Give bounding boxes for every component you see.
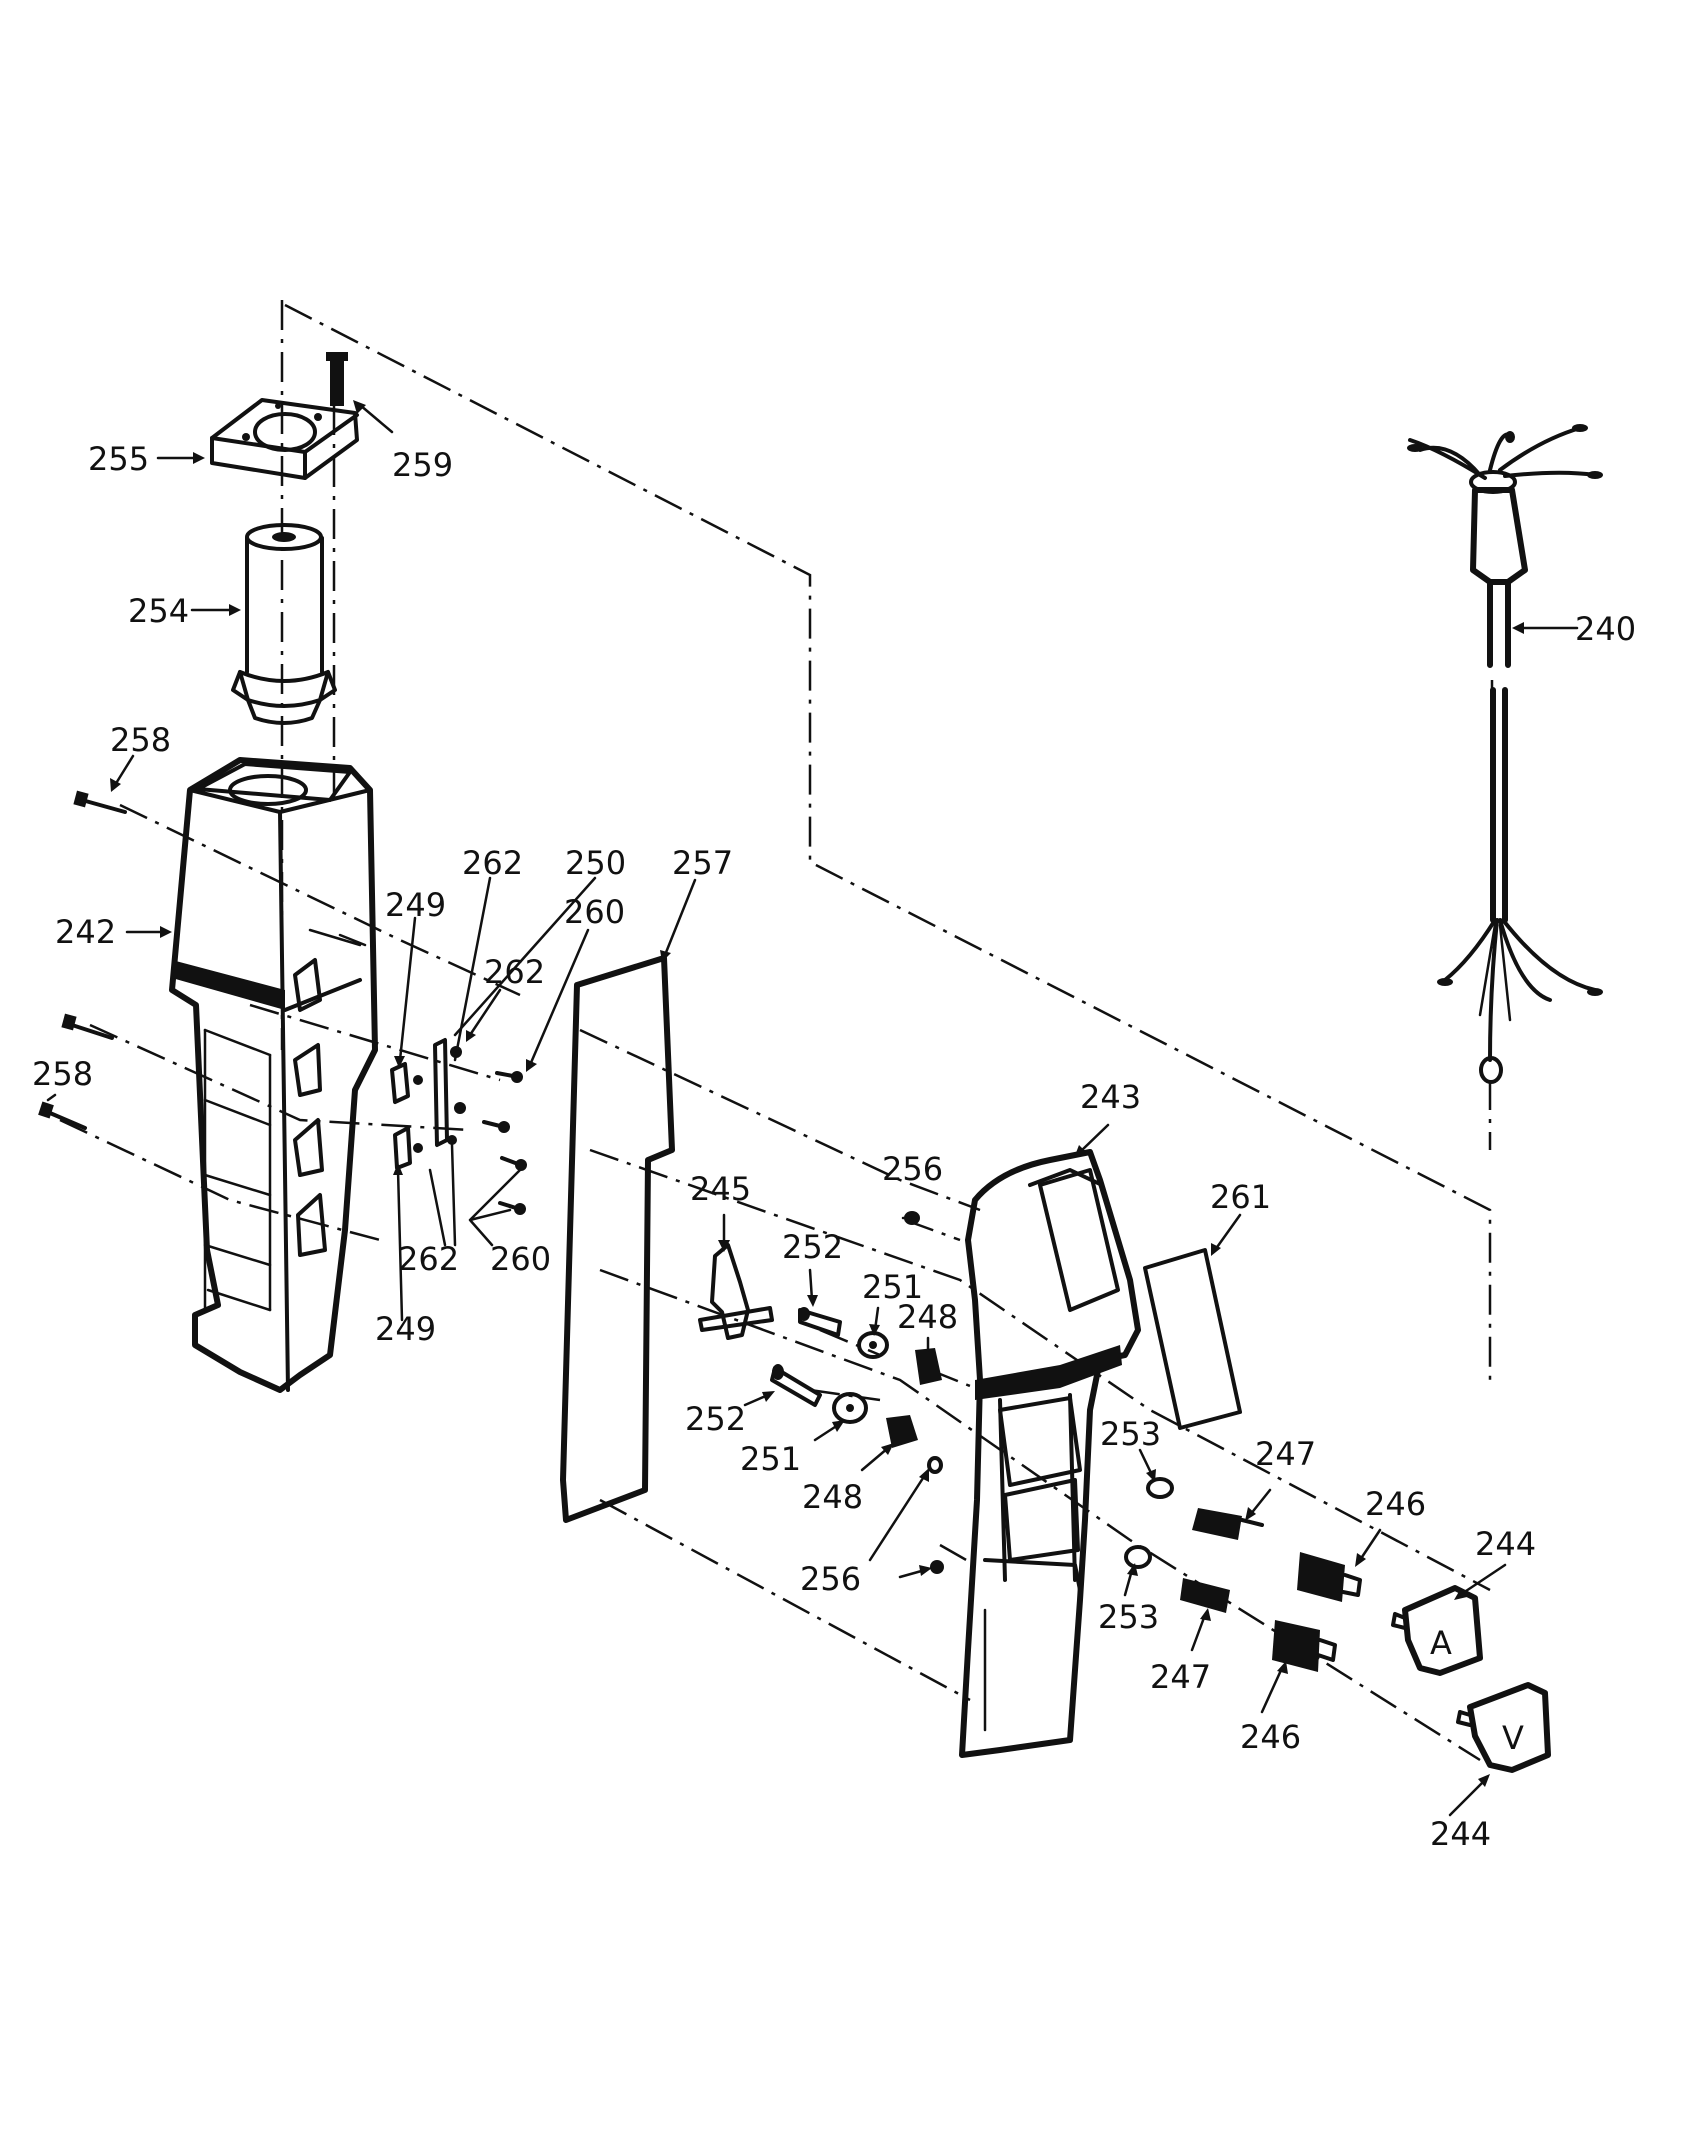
leader-arrows	[46, 400, 1579, 1817]
part-256-grommet-upper	[904, 1211, 920, 1225]
label-252-bottom: 252	[685, 1400, 746, 1438]
part-251-washer-lower	[832, 1392, 868, 1424]
label-248-top: 248	[897, 1298, 958, 1336]
part-244-button-up: A	[1391, 1585, 1483, 1676]
part-246-switch-upper	[1297, 1552, 1362, 1602]
label-250: 250	[565, 844, 626, 882]
label-256-bottom: 256	[800, 1560, 861, 1598]
part-244-button-down: V	[1456, 1682, 1551, 1773]
label-254: 254	[128, 592, 189, 630]
part-258-screw-middle	[61, 1013, 114, 1040]
label-247-bottom: 247	[1150, 1658, 1211, 1696]
up-arrow-glyph: A	[1430, 1624, 1452, 1662]
label-251-bottom: 251	[740, 1440, 801, 1478]
part-253-nut-upper	[1146, 1477, 1174, 1499]
label-242: 242	[55, 913, 116, 951]
label-246-top: 246	[1365, 1485, 1426, 1523]
part-255-flange-plate	[210, 398, 359, 480]
label-249-bottom: 249	[375, 1310, 436, 1348]
label-253-bottom: 253	[1098, 1598, 1159, 1636]
part-257-gasket	[560, 955, 675, 1523]
part-247-spring-upper	[1192, 1508, 1264, 1540]
assembly-lines	[59, 300, 1494, 1762]
label-247-top: 247	[1255, 1435, 1316, 1473]
part-256-grommet-middle	[927, 1456, 943, 1474]
label-260-top: 260	[564, 893, 625, 931]
part-243-pendant-housing	[959, 1149, 1141, 1758]
part-261-label	[1143, 1248, 1242, 1430]
label-246-bottom: 246	[1240, 1718, 1301, 1756]
label-249-top: 249	[385, 886, 446, 924]
label-262-mid: 262	[484, 953, 545, 991]
label-248-bottom: 248	[802, 1478, 863, 1516]
label-262-top: 262	[462, 844, 523, 882]
part-259-bolt	[326, 352, 348, 406]
part-252-spring-upper	[798, 1307, 842, 1337]
part-242-pendant-housing	[169, 757, 378, 1393]
part-253-nut-lower	[1124, 1545, 1152, 1569]
part-256-grommet-lower	[930, 1560, 944, 1574]
label-262-bottom: 262	[398, 1240, 459, 1278]
label-258-bottom: 258	[32, 1055, 93, 1093]
part-254-strain-relief	[231, 523, 337, 725]
part-240-cable-assembly	[1407, 424, 1603, 1084]
label-255: 255	[88, 440, 149, 478]
part-258-screw-upper	[73, 790, 127, 814]
down-arrow-glyph: V	[1502, 1719, 1524, 1757]
label-240: 240	[1575, 610, 1636, 648]
part-248-plunger-upper	[915, 1348, 942, 1385]
part-246-switch-lower	[1272, 1620, 1337, 1672]
part-248-plunger-lower	[886, 1415, 918, 1448]
part-262-washers	[447, 1046, 466, 1145]
label-244-top: 244	[1475, 1525, 1536, 1563]
label-245: 245	[690, 1170, 751, 1208]
part-249-contact-upper	[390, 1062, 423, 1104]
label-259: 259	[392, 446, 453, 484]
label-251-top: 251	[862, 1268, 923, 1306]
part-245-bracket	[698, 1243, 774, 1340]
label-258-top: 258	[110, 721, 171, 759]
label-244-bottom: 244	[1430, 1815, 1491, 1853]
label-252-top: 252	[782, 1228, 843, 1266]
part-252-spring-lower	[770, 1364, 822, 1407]
label-257: 257	[672, 844, 733, 882]
label-253-top: 253	[1100, 1415, 1161, 1453]
part-247-spring-lower	[1180, 1578, 1230, 1613]
part-260-screws	[482, 1071, 527, 1215]
label-243: 243	[1080, 1078, 1141, 1116]
label-260-bottom: 260	[490, 1240, 551, 1278]
part-258-screw-lower	[38, 1101, 87, 1130]
label-261: 261	[1210, 1178, 1271, 1216]
part-249-contact-lower	[393, 1126, 423, 1170]
label-256-top: 256	[882, 1150, 943, 1188]
part-number-labels: 255 259 254 258 242 258 249 262 250 260 …	[32, 440, 1636, 1853]
